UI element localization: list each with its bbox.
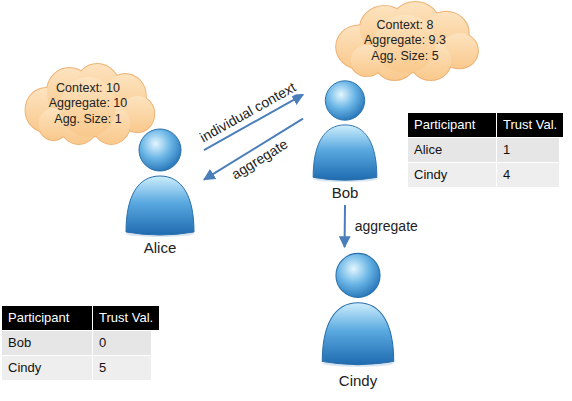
thought-cloud: Context: 10Aggregate: 10Agg. Size: 1 xyxy=(18,62,158,146)
person-icon xyxy=(303,78,387,183)
cloud-line: Aggregate: 10 xyxy=(49,96,128,112)
person-name: Bob xyxy=(332,183,359,203)
person-body xyxy=(313,125,377,180)
person-head xyxy=(325,81,364,120)
person-head xyxy=(336,253,380,297)
person-node: Bob xyxy=(303,78,387,205)
edge-label: aggregate xyxy=(353,218,420,234)
table-cell: Cindy xyxy=(408,163,496,187)
table-cell: Alice xyxy=(408,138,496,162)
cloud-line: Context: 10 xyxy=(56,81,120,97)
person-head xyxy=(139,129,181,171)
person-node: Alice xyxy=(116,126,204,260)
person-name: Cindy xyxy=(339,371,377,391)
table-header-cell: Participant xyxy=(2,306,92,330)
person-node: Cindy xyxy=(316,247,400,393)
cloud-line: Context: 8 xyxy=(377,18,434,34)
table-cell: 0 xyxy=(93,331,151,355)
cloud-line: Agg. Size: 1 xyxy=(54,112,121,128)
person-name: Alice xyxy=(144,238,177,258)
table-header-cell: Participant xyxy=(408,113,496,137)
thought-cloud: Context: 8Aggregate: 9.3Agg. Size: 5 xyxy=(328,0,482,82)
person-name-box: Cindy xyxy=(339,371,377,391)
person-body xyxy=(322,303,393,365)
table-cell: 4 xyxy=(497,163,559,187)
table-cell: Bob xyxy=(2,331,92,355)
table-header-cell: Trust Val. xyxy=(497,113,563,137)
table-header-cell: Trust Val. xyxy=(93,306,159,330)
person-body xyxy=(126,176,194,235)
cloud-line: Aggregate: 9.3 xyxy=(364,33,446,49)
cloud-text: Context: 8Aggregate: 9.3Agg. Size: 5 xyxy=(328,0,482,82)
cloud-line: Agg. Size: 5 xyxy=(371,49,438,65)
table-cell: 1 xyxy=(497,138,559,162)
flow-arrow xyxy=(344,205,346,247)
person-name-box: Alice xyxy=(144,238,177,258)
table-cell: Cindy xyxy=(2,356,92,380)
cloud-text: Context: 10Aggregate: 10Agg. Size: 1 xyxy=(18,62,158,146)
person-name-box: Bob xyxy=(332,183,359,203)
person-icon xyxy=(116,126,204,238)
table-cell: 5 xyxy=(93,356,151,380)
person-icon xyxy=(316,247,400,371)
